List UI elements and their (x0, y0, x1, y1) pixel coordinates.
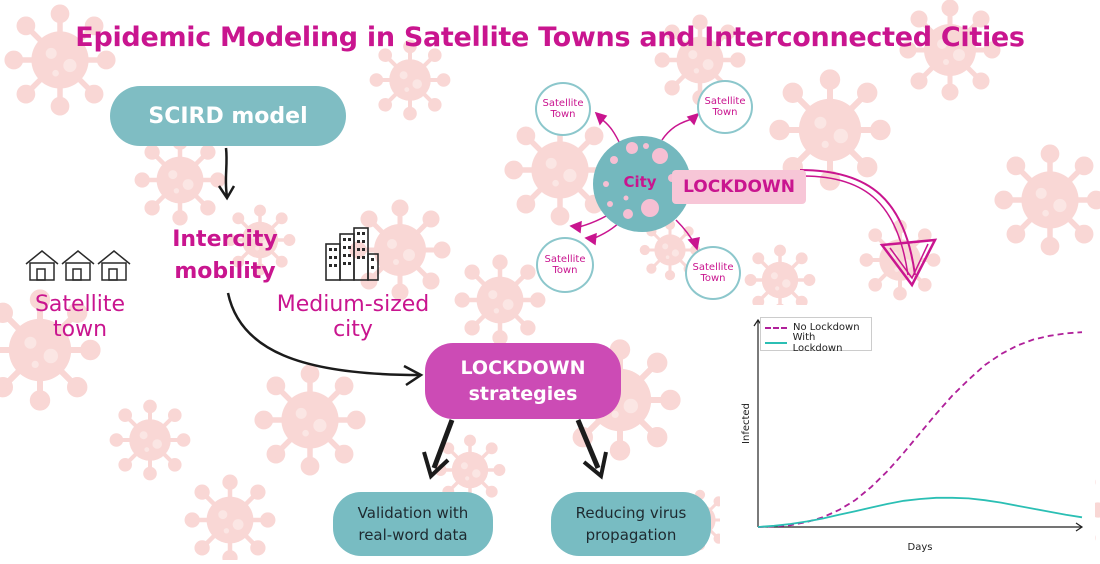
x-axis-arrow (1075, 522, 1084, 532)
intercity-line2: mobility (174, 259, 276, 284)
satellite-town-node: Satellite Town (685, 246, 741, 300)
lockdown-strategies-box: LOCKDOWN strategies (425, 343, 621, 419)
satellite-town-label: Satellite town (20, 292, 140, 342)
reducing-line2: propagation (585, 526, 677, 544)
scird-model-box: SCIRD model (110, 86, 346, 146)
lockdown-line2: strategies (468, 383, 578, 405)
network-lockdown-tag: LOCKDOWN (672, 170, 806, 204)
series-line-with-lockdown (757, 496, 1083, 528)
town-label-line2: Town (712, 107, 738, 118)
arrow-scird-to-mobility (224, 147, 229, 197)
arrow-to-reducing (575, 419, 601, 469)
legend-item-with-lockdown: With Lockdown (765, 332, 867, 354)
lockdown-line1: LOCKDOWN (460, 357, 586, 379)
town-label-line1: Satellite (544, 254, 586, 265)
satellite-line1: Satellite (34, 292, 126, 317)
city-node (593, 136, 691, 232)
city-label: City (623, 173, 657, 191)
medium-city-label: Medium-sized city (268, 292, 438, 342)
intercity-mobility-label: Intercity mobility (150, 224, 300, 288)
houses-icon (25, 250, 131, 281)
town-label-line1: Satellite (542, 98, 584, 109)
medium-line1: Medium-sized (276, 292, 430, 317)
validation-box: Validation with real-word data (333, 492, 493, 556)
town-label-line1: Satellite (692, 262, 734, 273)
validation-line1: Validation with (357, 504, 469, 522)
lockdown-big-arrow (799, 169, 916, 276)
chart-legend: No Lockdown With Lockdown (760, 317, 872, 354)
y-axis-label: Infected (741, 403, 752, 444)
arrow-to-validation (431, 419, 455, 469)
series-line-no-lockdown (757, 331, 1083, 528)
town-label-line1: Satellite (704, 96, 746, 107)
legend-label-no-lockdown: No Lockdown (793, 322, 860, 333)
x-axis-label: Days (908, 542, 933, 553)
intercity-line1: Intercity (172, 227, 278, 252)
validation-line2: real-word data (358, 526, 468, 544)
satellite-town-node: Satellite Town (536, 237, 594, 293)
legend-item-no-lockdown: No Lockdown (765, 320, 867, 335)
reducing-box: Reducing virus propagation (551, 492, 711, 556)
town-label-line2: Town (552, 265, 578, 276)
town-label-line2: Town (550, 109, 576, 120)
chart-canvas: Days Infected (741, 318, 1084, 553)
legend-label-with-lockdown: With Lockdown (792, 331, 843, 354)
satellite-town-node: Satellite Town (535, 82, 591, 136)
page-title: Epidemic Modeling in Satellite Towns and… (75, 22, 1025, 53)
medium-line2: city (333, 317, 373, 342)
arrow-mobility-to-lockdown (226, 292, 421, 377)
town-label-line2: Town (700, 273, 726, 284)
satellite-line2: town (52, 317, 108, 342)
reducing-line1: Reducing virus (575, 504, 687, 522)
satellite-town-node: Satellite Town (697, 80, 753, 134)
city-buildings-icon (325, 227, 379, 281)
